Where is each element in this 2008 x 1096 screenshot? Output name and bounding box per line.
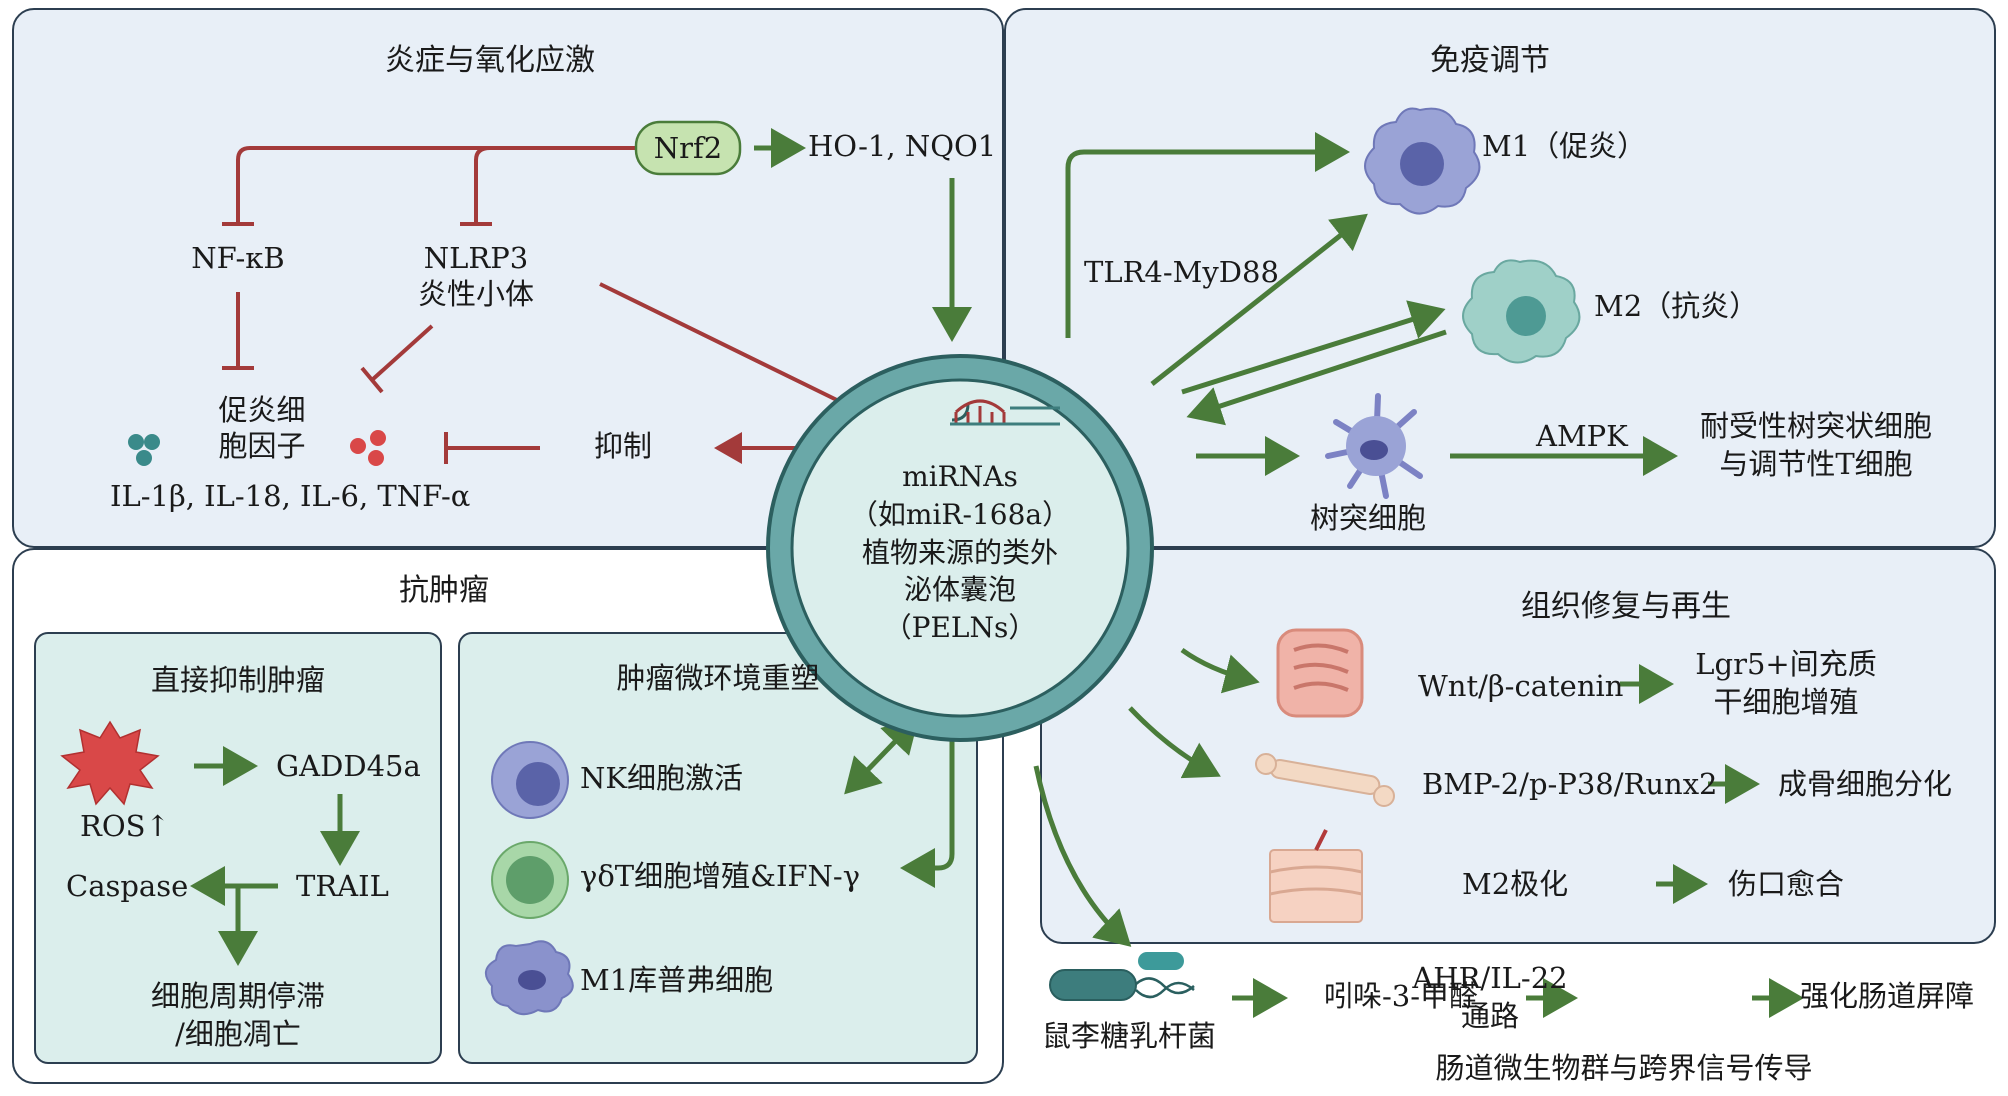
ahr-label-line1: AHR/IL-22 (1412, 961, 1568, 995)
immune-title: 免疫调节 (1430, 43, 1550, 78)
microenv-title: 肿瘤微环境重塑 (616, 661, 820, 695)
barrier-label: 强化肠道屏障 (1800, 979, 1975, 1013)
caspase-label: Caspase (66, 869, 189, 903)
center-line1: miRNAs (902, 460, 1018, 493)
cytokine-dots-red (350, 430, 386, 466)
m2-label: M2（抗炎） (1594, 289, 1759, 323)
gdt-cell-icon (491, 841, 569, 919)
arrest-label-line2: /细胞凋亡 (175, 1017, 301, 1051)
indole-label: 吲哚-3-甲醛 (1324, 979, 1479, 1013)
bacteria-icon (1049, 952, 1195, 1001)
mirna-icon (950, 399, 1060, 426)
m1-macrophage-icon (1364, 107, 1481, 215)
m1-kupffer-label: M1库普弗细胞 (580, 963, 774, 997)
m1-label: M1（促炎） (1482, 129, 1647, 163)
microbiota-title: 肠道微生物群与跨界信号传导 (1435, 1051, 1813, 1085)
nrf2-label: Nrf2 (653, 131, 723, 165)
cytokine-label-line1: 促炎细 (218, 393, 306, 427)
m2-polarization-label: M2极化 (1462, 867, 1569, 901)
direct-inhibit-title: 直接抑制肿瘤 (150, 663, 325, 697)
center-line3: 植物来源的类外 (861, 535, 1058, 569)
m2-macrophage-icon (1462, 259, 1581, 364)
nk-cell-icon (491, 741, 569, 819)
arrest-label-line1: 细胞周期停滞 (150, 979, 325, 1013)
pelns-vesicle-icon (766, 354, 1154, 742)
ho1-nqo1-label: HO-1, NQO1 (808, 129, 997, 163)
nlrp3-label: NLRP3 (423, 241, 529, 275)
center-line5: （PELNs） (883, 611, 1037, 645)
tlr4-label: TLR4-MyD88 (1084, 255, 1279, 289)
skin-icon (1269, 829, 1363, 923)
nlrp3-inflammasome-label: 炎性小体 (417, 277, 534, 311)
intestine-icon (1276, 628, 1364, 718)
gdt-label: γδT细胞增殖&IFN-γ (580, 859, 861, 893)
cytokine-list: IL-1β, IL-18, IL-6, TNF-α (110, 479, 471, 513)
ros-burst-icon (60, 720, 160, 806)
inflammation-title: 炎症与氧化应激 (385, 43, 595, 78)
direct-inhibit-subpanel (34, 632, 442, 1064)
gadd45a-label: GADD45a (276, 749, 421, 783)
cytokine-label-line2: 胞因子 (218, 429, 306, 463)
repair-title: 组织修复与再生 (1521, 589, 1731, 624)
nk-label: NK细胞激活 (580, 761, 744, 795)
lgr5-label-line2: 干细胞增殖 (1713, 685, 1859, 719)
antitumor-title: 抗肿瘤 (399, 573, 489, 608)
kupffer-cell-icon (485, 940, 574, 1016)
bone-icon (1255, 753, 1395, 807)
tolerogenic-label-line2: 与调节性T细胞 (1719, 447, 1913, 481)
center-line2: （如miR-168a） (849, 497, 1071, 531)
osteo-label: 成骨细胞分化 (1778, 767, 1953, 801)
center-line4: 泌体囊泡 (903, 573, 1016, 607)
dendritic-cell-icon (1325, 393, 1423, 499)
lgr5-label-line1: Lgr5+间充质 (1695, 647, 1877, 681)
wnt-label: Wnt/β-catenin (1418, 669, 1624, 703)
ahr-label-line2: 通路 (1460, 999, 1519, 1033)
pelns-center-label: miRNAs （如miR-168a） 植物来源的类外 泌体囊泡 （PELNs） (840, 458, 1080, 647)
bacteria-label: 鼠李糖乳杆菌 (1042, 1019, 1217, 1053)
dendritic-cell-label: 树突细胞 (1310, 501, 1427, 535)
cytokine-dots-teal (128, 434, 160, 466)
inhibit-label: 抑制 (594, 429, 653, 463)
nfkb-label: NF-κB (191, 241, 285, 275)
ampk-label: AMPK (1536, 419, 1628, 453)
tolerogenic-label-line1: 耐受性树突状细胞 (1699, 409, 1932, 443)
trail-label: TRAIL (296, 869, 389, 903)
bmp-label: BMP-2/p-P38/Runx2 (1422, 767, 1718, 801)
ros-label: ROS↑ (80, 809, 170, 843)
wound-healing-label: 伤口愈合 (1728, 867, 1845, 901)
nrf2-pill (634, 120, 742, 176)
